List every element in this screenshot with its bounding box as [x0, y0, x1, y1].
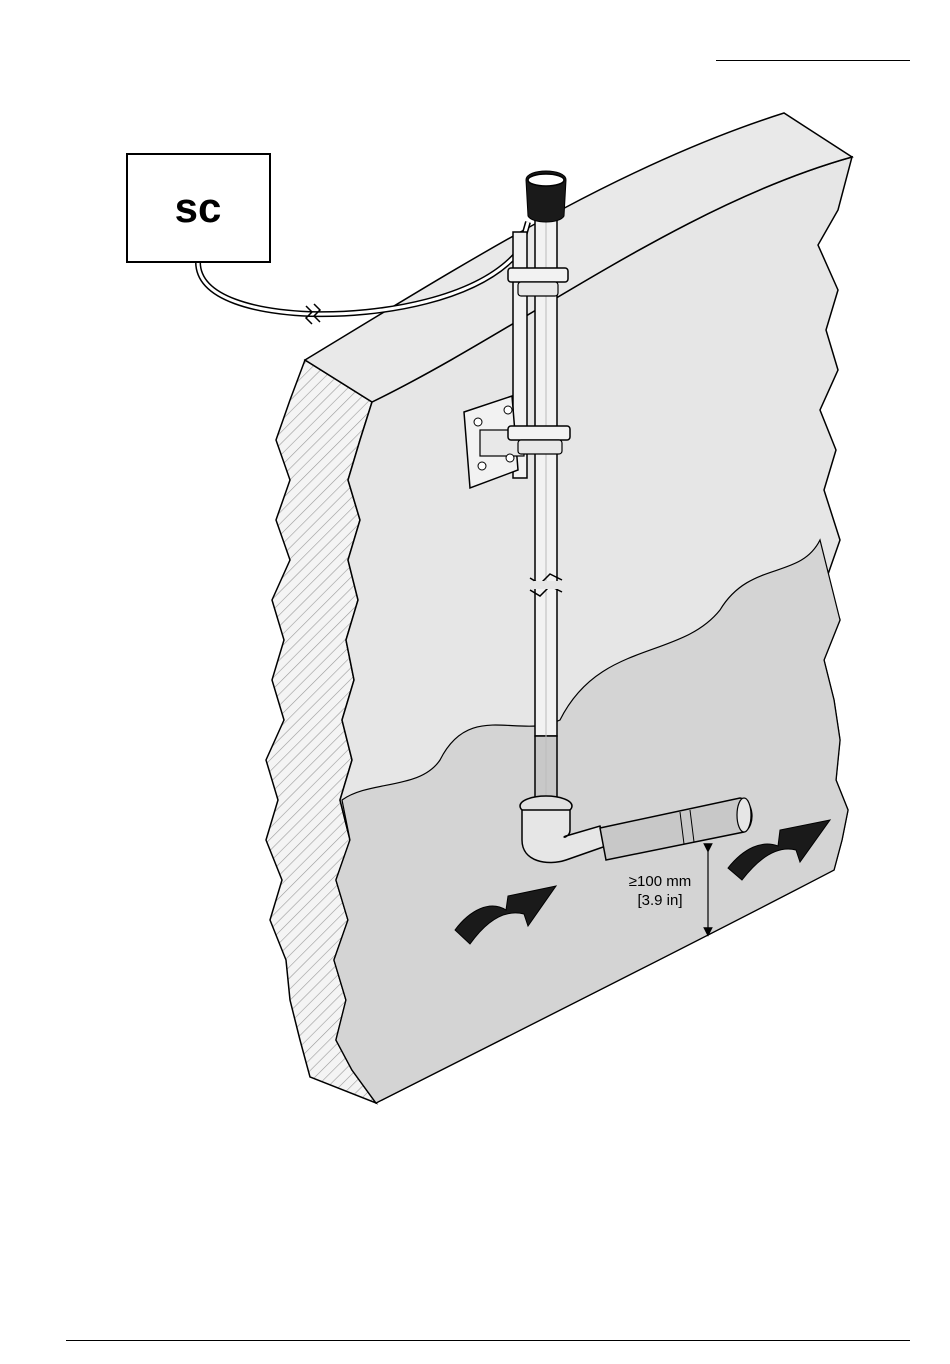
- clearance-imperial: [3.9 in]: [637, 892, 682, 909]
- clearance-metric: ≥100 mm: [629, 873, 691, 890]
- controller-label: sc: [175, 184, 222, 231]
